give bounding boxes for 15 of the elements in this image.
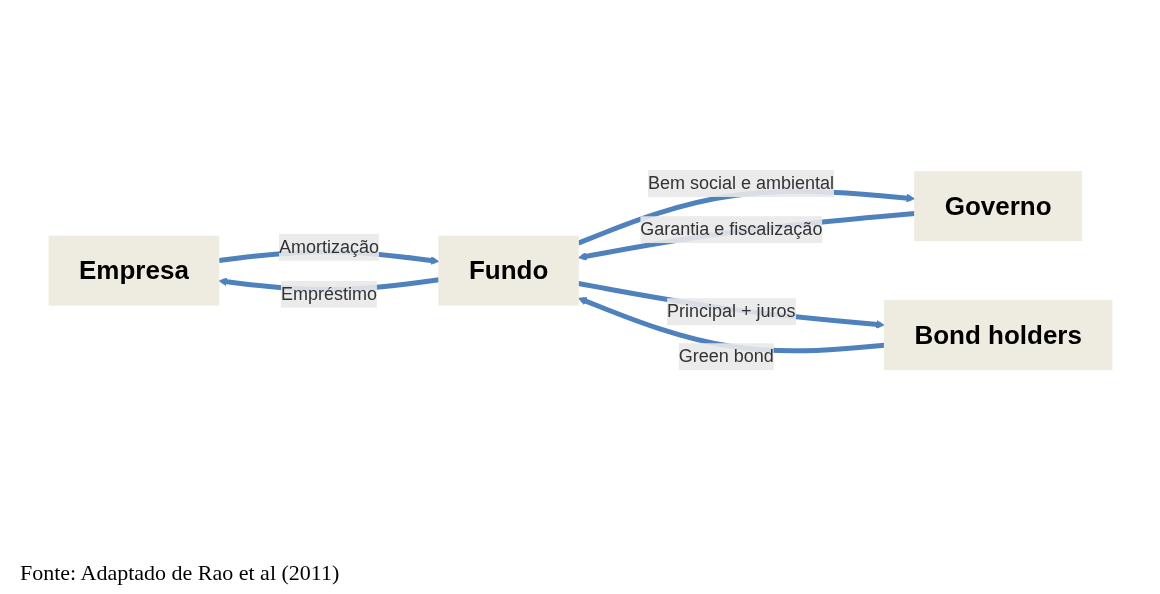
arrow <box>577 296 885 354</box>
node-box: Empresa <box>48 235 219 306</box>
edge-label: Bem social e ambiental <box>647 172 834 193</box>
edge-label: Garantia e fiscalização <box>639 219 822 240</box>
node-box: Bond holders <box>883 300 1112 371</box>
arrow <box>577 210 915 261</box>
arrow <box>577 280 885 329</box>
node-box: Governo <box>913 171 1082 242</box>
edge-label: Green bond <box>678 346 774 367</box>
arrow <box>576 189 915 246</box>
edge-label: Amortização <box>278 236 379 257</box>
edge-label: Empréstimo <box>280 283 377 304</box>
edge-label: Principal + juros <box>666 301 796 322</box>
node-box: Fundo <box>437 235 579 306</box>
caption: Fonte: Adaptado de Rao et al (2011) <box>20 560 340 586</box>
